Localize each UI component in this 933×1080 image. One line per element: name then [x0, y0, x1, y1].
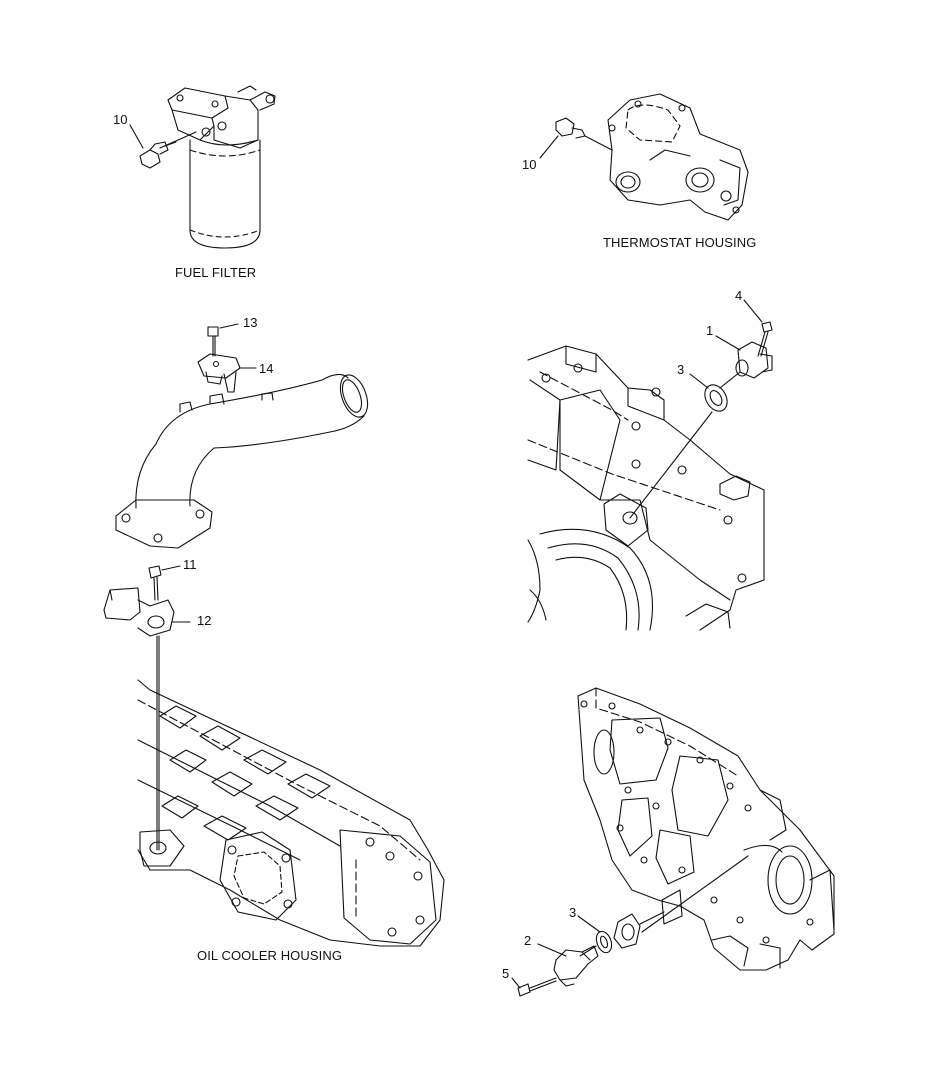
intake-elbow-assembly [116, 327, 373, 548]
callout-thermostat-sensor: 10 [522, 157, 537, 172]
leader-line-3-lower [578, 916, 600, 932]
engine-block-upper-assembly [528, 322, 772, 630]
callout-oil-cooler-sensor: 12 [197, 613, 212, 628]
oil-cooler-housing-assembly [104, 566, 444, 946]
callout-fuel-filter-sensor: 10 [113, 112, 128, 127]
leader-line-5 [512, 978, 520, 988]
callout-lower-sensor: 2 [524, 933, 532, 948]
callout-upper-bolt: 4 [735, 288, 743, 303]
callout-upper-sensor: 1 [706, 323, 714, 338]
callout-intake-bolt: 13 [243, 315, 258, 330]
leader-line-13 [220, 324, 238, 328]
caption-oil-cooler-housing: OIL COOLER HOUSING [197, 948, 343, 963]
leader-line-1 [716, 336, 740, 350]
thermostat-housing-assembly [556, 94, 748, 220]
leader-line-4 [744, 300, 762, 322]
callout-lower-oring: 3 [569, 905, 577, 920]
caption-fuel-filter: FUEL FILTER [175, 265, 257, 280]
fuel-filter-assembly [140, 86, 275, 248]
leader-line-thermostat-10 [540, 136, 558, 158]
caption-thermostat-housing: THERMOSTAT HOUSING [603, 235, 757, 250]
leader-line-fuel-filter-10 [130, 125, 143, 148]
leader-line-3-upper [690, 374, 708, 388]
gear-housing-lower-assembly [518, 688, 834, 996]
callout-upper-oring: 3 [677, 362, 685, 377]
callout-lower-bolt: 5 [502, 966, 510, 981]
leader-line-11 [162, 566, 180, 570]
callout-oil-cooler-bolt: 11 [183, 557, 197, 572]
leader-line-2 [538, 944, 566, 956]
callout-intake-sensor: 14 [259, 361, 274, 376]
